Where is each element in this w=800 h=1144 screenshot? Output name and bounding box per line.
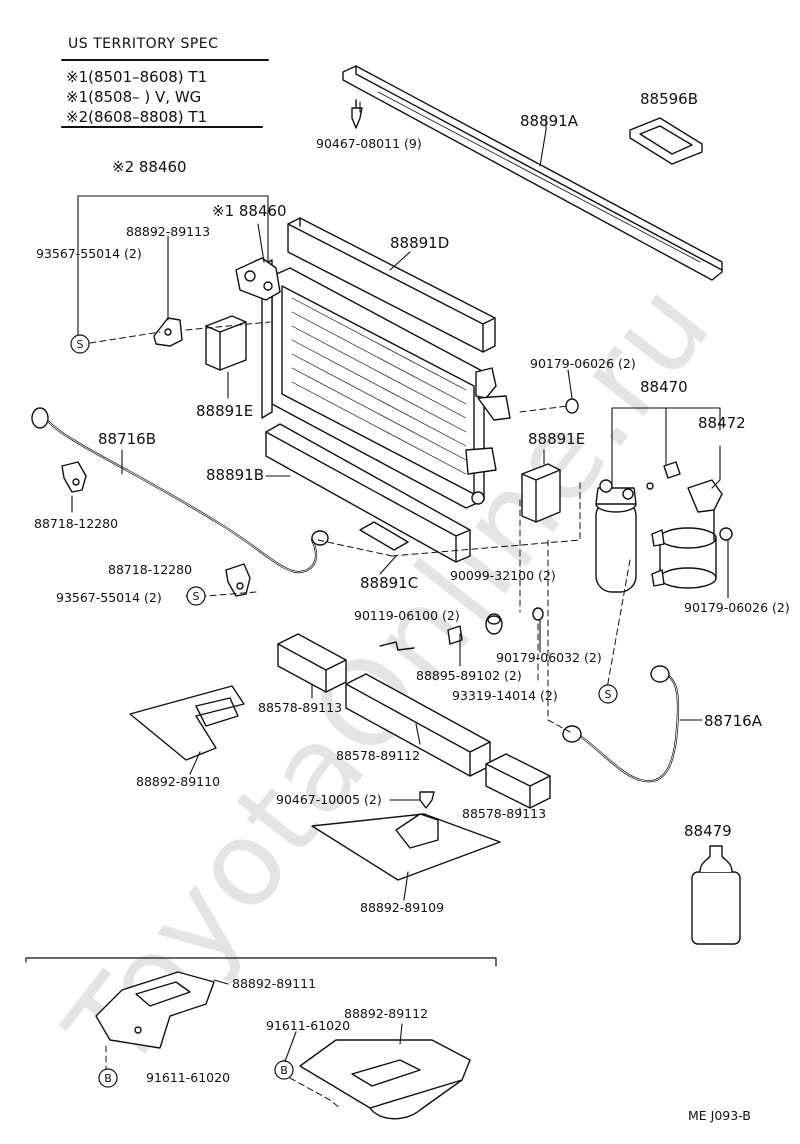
plate-88892-89109 [311,813,501,881]
marker-circles [70,334,618,1088]
bracket-88892-89111 [95,971,215,1049]
label-90467-10005: 90467-10005 (2) [276,792,382,807]
label-88718-12280-b: 88718-12280 [108,562,193,577]
spec-title: US TERRITORY SPEC [68,36,219,52]
marker-b-1: B [104,1072,112,1085]
label-93567-55014-a: 93567-55014 (2) [36,246,142,261]
spec-underlines [61,59,269,128]
block-88578-89113-b [485,753,551,809]
label-88891e-b: 88891E [528,430,586,448]
bushings [379,398,579,651]
spec-row-2: ※1(8508– ) V, WG [66,88,202,106]
receiver-dryer-88470 [595,479,637,593]
spec-row-3: ※2(8608–8808) T1 [66,108,208,126]
label-88460-s1: ※1 88460 [212,202,287,220]
label-90179-06026-a: 90179-06026 (2) [530,356,636,371]
bottle-88479 [691,845,741,945]
marker-s-2: S [193,590,200,603]
label-88472: 88472 [698,414,746,432]
block-88891e-right [521,463,561,523]
marker-s-3: S [605,688,612,701]
condenser-88460 [235,257,511,509]
label-90467-08011: 90467-08011 (9) [316,136,422,151]
label-90119-06100: 90119-06100 (2) [354,608,460,623]
clamp-88718-12280-a [61,461,87,493]
label-88895-89102: 88895-89102 (2) [416,668,522,683]
label-88892-89109: 88892-89109 [360,900,445,915]
solid-leaders [71,101,729,1065]
label-88460-s2: ※2 88460 [112,158,187,176]
spec-row-1: ※1(8501–8608) T1 [66,68,208,86]
pad-88891c [359,521,409,551]
label-88892-89113: 88892-89113 [126,224,211,239]
block-88891b [265,423,471,563]
marker-s-1: S [77,338,84,351]
pad-88596b [629,117,703,165]
label-88891b: 88891B [206,466,265,484]
hose-88716a [562,665,680,783]
label-93567-55014-b: 93567-55014 (2) [56,590,162,605]
label-88578-89112: 88578-89112 [336,748,421,763]
marker-b-2: B [280,1064,288,1077]
label-88479: 88479 [684,822,732,840]
bracket-88892-89112 [299,1039,471,1120]
label-88891a: 88891A [520,112,578,130]
label-88470: 88470 [640,378,688,396]
clip-90467-10005 [419,791,435,809]
strip-88891a [342,65,723,281]
label-88716b: 88716B [98,430,157,448]
inset-frame [25,957,497,967]
block-88891e-left [205,315,247,371]
block-88891d [287,217,496,353]
clamp-88718-12280-b [225,563,251,597]
plate-88892-89110 [129,685,245,761]
label-88716a: 88716A [704,712,762,730]
label-88891d: 88891D [390,234,450,252]
label-88578-89113-b: 88578-89113 [462,806,547,821]
label-91611-61020-a: 91611-61020 [266,1018,351,1033]
label-93319-14014: 93319-14014 (2) [452,688,558,703]
label-90179-06026-b: 90179-06026 (2) [684,600,790,615]
label-88892-89111: 88892-89111 [232,976,317,991]
label-90099-32100: 90099-32100 (2) [450,568,556,583]
bracket-88892-89113 [153,317,183,347]
small-bolts [646,461,733,541]
marker-letters: S S S B B [77,338,612,1085]
label-88718-12280-a: 88718-12280 [34,516,119,531]
label-90179-06032: 90179-06032 (2) [496,650,602,665]
label-88891c: 88891C [360,574,419,592]
label-91611-61020-b: 91611-61020 [146,1070,231,1085]
label-88578-89113-a: 88578-89113 [258,700,343,715]
label-88596b: 88596B [640,90,699,108]
diagram-reference: ME J093-B [688,1108,751,1123]
block-88578-89113-a [277,633,347,693]
label-88892-89110: 88892-89110 [136,774,221,789]
bracket-88472 [651,479,723,589]
block-88578-89112 [345,673,491,777]
label-88891e-a: 88891E [196,402,254,420]
label-88892-89112: 88892-89112 [344,1006,429,1021]
